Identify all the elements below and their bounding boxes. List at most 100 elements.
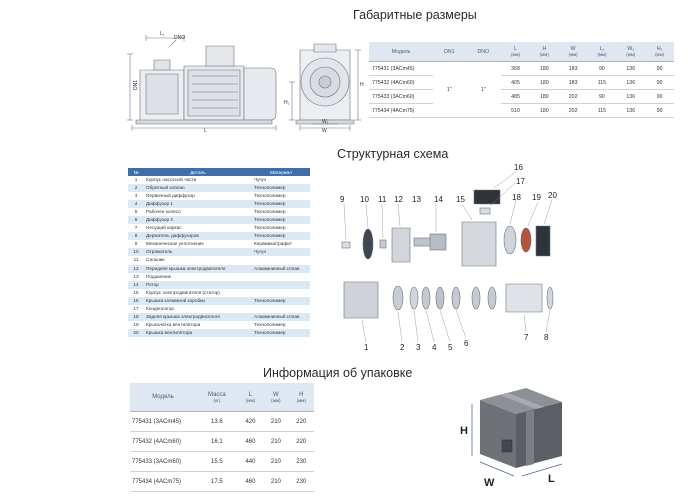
- exploded-view-diagram: 9 10 11 12 13 14 15 16 17 18 19 20 1 2 3…: [340, 163, 557, 352]
- part-deflector: [362, 228, 374, 260]
- w-label: W: [322, 128, 327, 132]
- dimensions-table: Модель DN1 DNO L(мм) H(мм) W(мм) L₁(мм) …: [369, 42, 674, 118]
- dims-col-w1: W₁(мм): [616, 42, 646, 62]
- dims-col-model: Модель: [369, 42, 433, 62]
- callout-17: 17: [516, 177, 525, 186]
- part-diffuser-1: [421, 286, 431, 310]
- box-w-label: W: [484, 477, 495, 489]
- table-row: 775432 (4ACm60) 405 180 183 115 136 90: [369, 75, 674, 90]
- part-diffuser-2: [451, 286, 461, 310]
- part-terminal-cover: [473, 189, 501, 205]
- dims-col-dno: DNO: [465, 42, 502, 62]
- callout-labels: 9 10 11 12 13 14 15 16 17 18 19 20 1 2 3…: [340, 163, 557, 352]
- dims-col-h1: H₁(мм): [645, 42, 674, 62]
- box-h-label: H: [460, 425, 468, 437]
- table-row: 775431 (3ACm45) 1" 1" 368 180 183 90 136…: [369, 61, 674, 118]
- part-impeller: [435, 286, 445, 310]
- dno-value: 1": [465, 61, 502, 118]
- parts-col-material: Материал: [252, 168, 310, 176]
- h1-label: H₁: [284, 100, 290, 106]
- part-rear-cover: [503, 225, 517, 255]
- table-row: 775433 (3ACm60) 485 180 202 90 136 90: [369, 89, 674, 104]
- part-diffuser-holder: [546, 286, 554, 310]
- dims-col-l1: L₁(мм): [587, 42, 617, 62]
- dn1-value: 1": [433, 61, 466, 118]
- dn1-label: DN1: [133, 80, 139, 90]
- callout-12: 12: [394, 195, 403, 204]
- box-logo-icon: [501, 439, 513, 453]
- pack-col-l: L(мм): [237, 383, 264, 412]
- pack-col-w: W(мм): [263, 383, 289, 412]
- callout-8: 8: [544, 333, 549, 342]
- table-row: 775434 (4ACm75) 510 180 202 115 136 90: [369, 103, 674, 118]
- callout-20: 20: [548, 191, 557, 200]
- dims-col-l: L(мм): [501, 42, 530, 62]
- callout-7: 7: [524, 333, 529, 342]
- part-primary-diffuser: [409, 286, 419, 310]
- parts-col-number: №: [128, 168, 144, 176]
- w1-label: W₁: [322, 119, 329, 125]
- part-check-valve: [392, 285, 404, 311]
- pack-col-h: H(мм): [288, 383, 314, 412]
- part-fan-cover: [535, 225, 551, 257]
- part-gland: [379, 239, 387, 249]
- pack-col-model: Модель: [130, 383, 196, 412]
- dimensions-title: Габаритные размеры: [353, 8, 477, 22]
- callout-5: 5: [448, 343, 453, 352]
- packaging-table: Модель Масса(кг) L(мм) W(мм) H(мм) 77543…: [130, 383, 314, 492]
- callout-1: 1: [364, 343, 369, 352]
- callout-19: 19: [532, 193, 541, 202]
- part-fan: [520, 227, 532, 253]
- h-label: H: [360, 82, 364, 88]
- callout-6: 6: [464, 339, 469, 348]
- callout-15: 15: [456, 195, 465, 204]
- dims-header-row: Модель DN1 DNO L(мм) H(мм) W(мм) L₁(мм) …: [369, 42, 674, 62]
- l-label: L: [204, 128, 207, 132]
- part-support-frame: [505, 283, 543, 313]
- callout-16: 16: [514, 163, 523, 172]
- part-pump-body: [343, 281, 379, 319]
- callout-9: 9: [340, 195, 345, 204]
- part-seal: [341, 241, 351, 249]
- callout-18: 18: [512, 193, 521, 202]
- packaging-title: Информация об упаковке: [263, 366, 413, 380]
- l1-label: L₁: [160, 31, 165, 37]
- pack-header-row: Модель Масса(кг) L(мм) W(мм) H(мм): [130, 383, 314, 412]
- box-l-label: L: [548, 473, 555, 485]
- parts-header-row: № Деталь Материал: [128, 168, 310, 176]
- structure-title: Структурная схема: [337, 147, 449, 161]
- callout-11: 11: [378, 195, 387, 204]
- package-box-drawing: H W L: [460, 388, 563, 489]
- part-capacitor: [479, 207, 491, 215]
- part-rotor: [429, 233, 447, 251]
- callout-2: 2: [400, 343, 405, 352]
- dims-col-w: W(мм): [558, 42, 588, 62]
- callout-3: 3: [416, 343, 421, 352]
- dno-label: DNO: [174, 35, 185, 41]
- callout-14: 14: [434, 195, 443, 204]
